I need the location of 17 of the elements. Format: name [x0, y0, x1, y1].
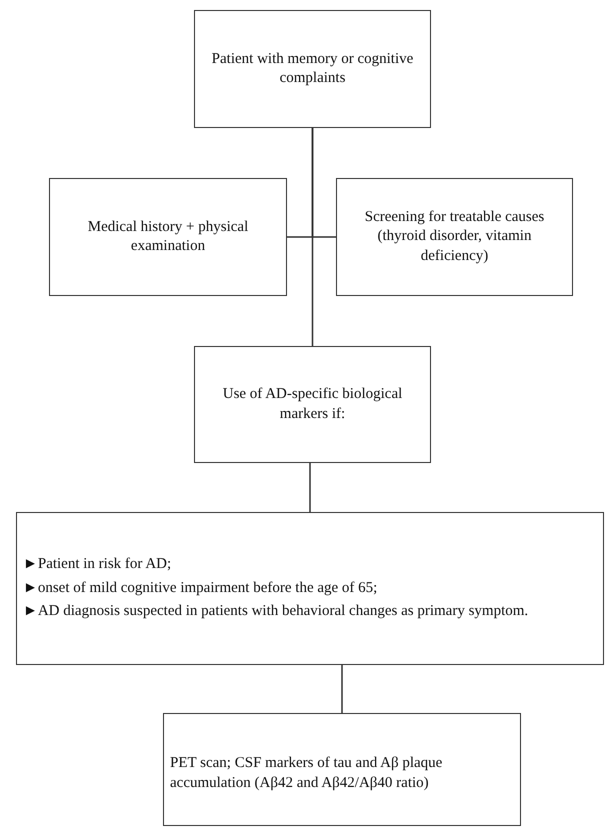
box-text: Medical history + physical examination: [86, 218, 250, 256]
process-box: [336, 178, 573, 296]
process-box: [16, 512, 604, 665]
box-text: ►AD diagnosis suspected in patients with behavioral changes as primary symptom.: [23, 602, 528, 622]
connector-line: [312, 128, 314, 346]
process-box: [194, 10, 431, 128]
box-text: Screening for treatable causes (thyroid disorder, vitamin deficiency): [364, 208, 546, 266]
connector-line: [309, 463, 311, 512]
box-text: Patient with memory or cognitive complaints: [210, 50, 414, 88]
box-text: ►onset of mild cognitive impairment before the age of 65;: [23, 578, 378, 598]
box-text: ►Patient in risk for AD;: [23, 555, 172, 574]
process-box: [163, 713, 521, 826]
process-box: [49, 178, 287, 296]
connector-line: [341, 665, 343, 713]
box-text: PET scan; CSF markers of tau and Aβ plaque accumulation (Aβ42 and Aβ42/Aβ40 ratio): [170, 754, 444, 792]
box-text: Use of AD-specific biological markers if:: [222, 385, 404, 424]
process-box: [194, 346, 431, 463]
